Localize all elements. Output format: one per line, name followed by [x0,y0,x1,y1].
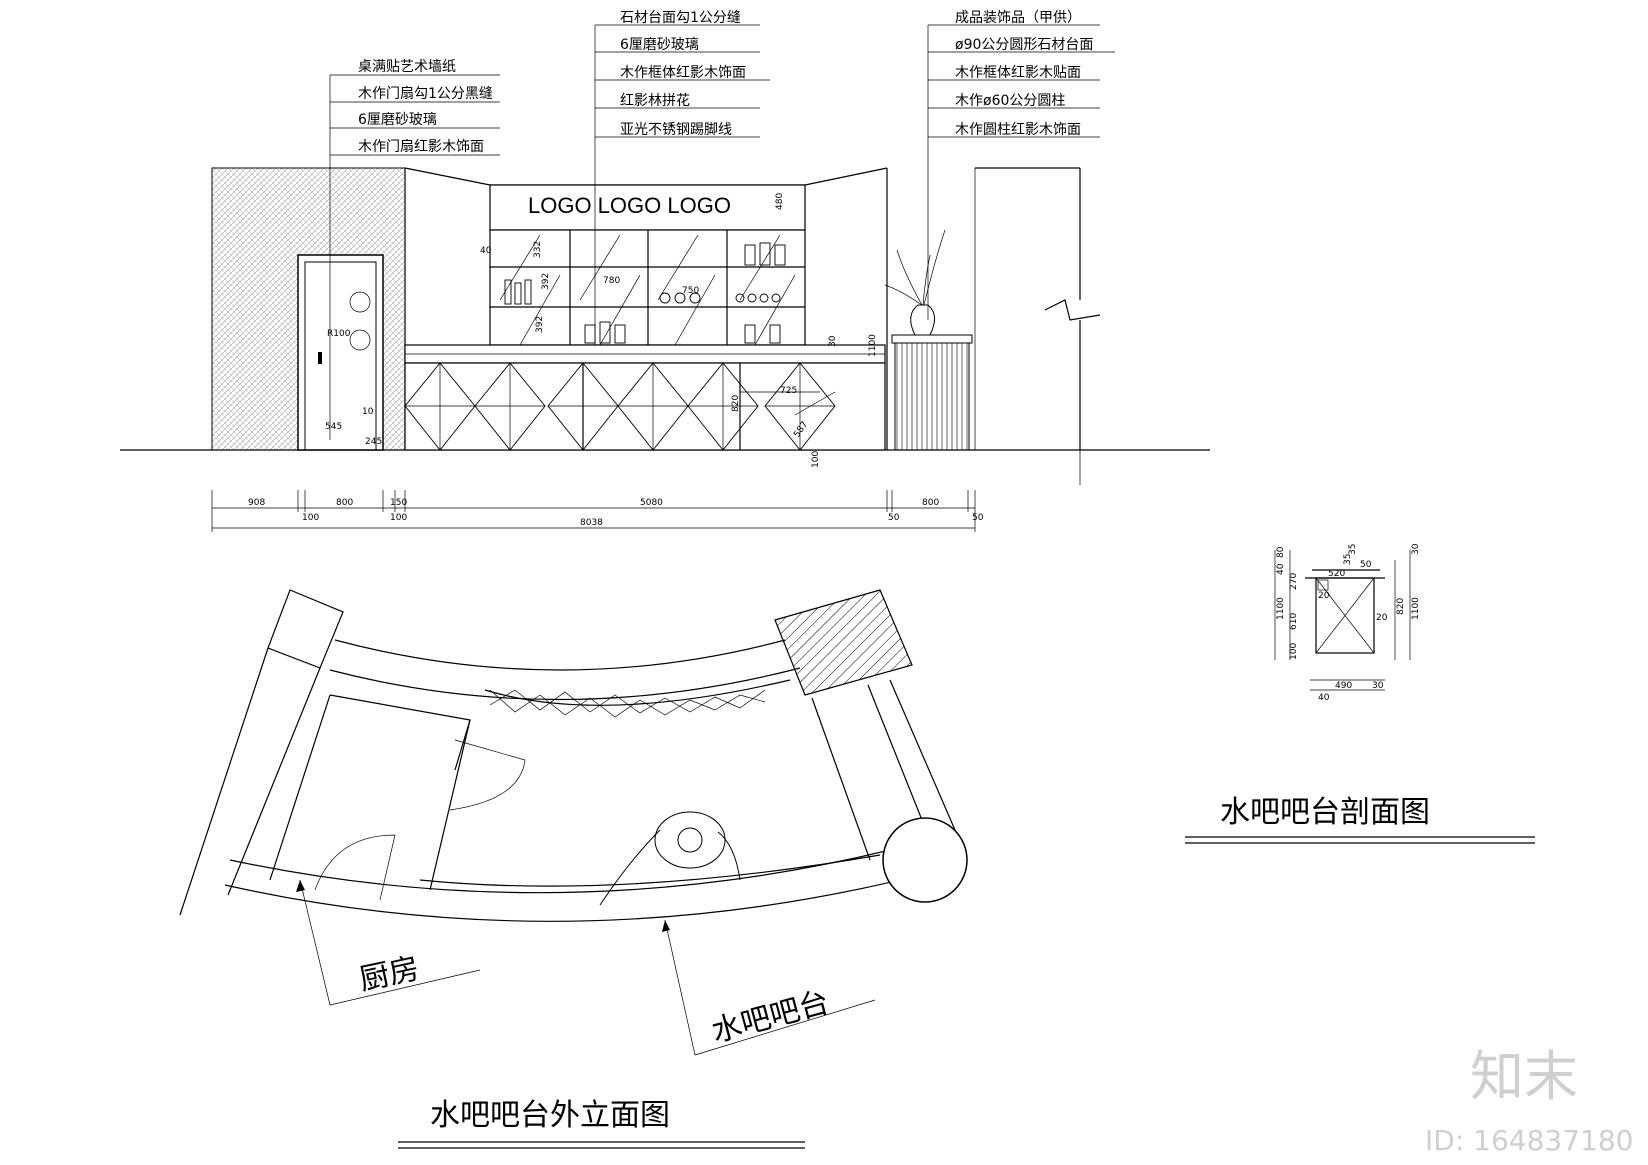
elevation-dims: 480 40 332 392 392 780 750 30 1100 820 7… [325,193,878,468]
svg-text:5080: 5080 [640,498,663,508]
svg-text:780: 780 [603,276,620,286]
svg-text:750: 750 [682,286,699,296]
svg-text:332: 332 [533,241,543,258]
hatched-block [774,589,913,696]
elevation-drawing: LOGO LOGO LOGO [120,25,1210,485]
svg-text:30: 30 [828,335,838,347]
annotation-left: 桌满贴艺术墙纸 木作门扇勾1公分黑缝 6厘磨砂玻璃 木作门扇红影木饰面 [330,59,500,156]
section-view: 80 40 270 1100 610 100 35 35 50 520 20 8… [1274,543,1421,703]
door [297,254,384,451]
svg-text:50: 50 [1360,560,1372,570]
svg-text:100: 100 [302,513,319,523]
svg-text:6厘磨砂玻璃: 6厘磨砂玻璃 [358,111,437,128]
svg-text:800: 800 [922,498,939,508]
svg-text:10: 10 [362,407,374,417]
annotation-right: 成品装饰品（甲供） ø90公分圆形石材台面 木作框体红影木贴面 木作ø60公分圆… [928,10,1115,138]
section-title: 水吧吧台剖面图 [1185,795,1535,844]
svg-text:270: 270 [1289,573,1299,590]
svg-text:100: 100 [811,451,821,468]
svg-text:6厘磨砂玻璃: 6厘磨砂玻璃 [620,36,699,53]
svg-text:480: 480 [775,193,785,210]
round-table [882,817,968,903]
svg-text:40: 40 [480,246,492,256]
svg-text:R100: R100 [327,329,351,339]
svg-text:桌满贴艺术墙纸: 桌满贴艺术墙纸 [358,59,456,75]
svg-text:成品装饰品（甲供）: 成品装饰品（甲供） [955,10,1081,26]
svg-text:木作门扇红影木饰面: 木作门扇红影木饰面 [358,139,484,155]
watermark: 知末 ID: 164837180 [1425,1045,1633,1157]
watermark-logo: 知末 [1470,1045,1578,1108]
svg-text:392: 392 [535,316,545,333]
svg-text:35: 35 [1348,544,1358,555]
svg-text:100: 100 [1289,643,1299,660]
person-figure [599,811,741,906]
bar-label: 水吧吧台 [708,985,833,1050]
svg-text:725: 725 [780,386,797,396]
svg-text:水吧吧台外立面图: 水吧吧台外立面图 [430,1098,670,1133]
annotation-center: 石材台面勾1公分缝 6厘磨砂玻璃 木作框体红影木饰面 红影林拼花 亚光不锈钢踢脚… [595,10,770,138]
svg-text:木作圆柱红影木饰面: 木作圆柱红影木饰面 [955,122,1081,138]
svg-text:800: 800 [336,498,353,508]
counter-front [404,362,886,451]
svg-text:30: 30 [1372,681,1384,691]
svg-text:820: 820 [1396,598,1406,615]
svg-text:1100: 1100 [1411,597,1421,620]
svg-text:ø90公分圆形石材台面: ø90公分圆形石材台面 [955,37,1093,53]
watermark-id: ID: 164837180 [1425,1124,1633,1157]
svg-text:红影林拼花: 红影林拼花 [620,93,690,109]
svg-text:490: 490 [1335,681,1352,691]
back-shelves [489,229,806,346]
svg-text:20: 20 [1318,591,1330,601]
svg-text:1100: 1100 [868,334,878,357]
svg-text:木作框体红影木贴面: 木作框体红影木贴面 [955,65,1081,81]
svg-text:520: 520 [1328,569,1345,579]
svg-text:20: 20 [1376,613,1388,623]
svg-text:1100: 1100 [1276,597,1286,620]
svg-text:245: 245 [365,437,382,447]
plan-view: 厨房 水吧吧台 [179,589,968,1056]
svg-text:40: 40 [1276,563,1286,575]
decor-column [884,229,973,451]
svg-text:35: 35 [1343,554,1353,565]
svg-text:30: 30 [1411,543,1421,555]
svg-text:80: 80 [1276,546,1286,558]
bottom-dimension-chain: 908 800 150 5080 800 100 100 50 50 8038 [211,490,984,532]
svg-text:木作门扇勾1公分黑缝: 木作门扇勾1公分黑缝 [358,86,493,102]
svg-text:908: 908 [248,498,265,508]
svg-text:392: 392 [541,273,551,290]
logo-panel [489,184,806,231]
svg-text:水吧吧台剖面图: 水吧吧台剖面图 [1220,795,1430,830]
elevation-title: 水吧吧台外立面图 [398,1098,805,1149]
svg-text:40: 40 [1318,693,1330,703]
svg-text:石材台面勾1公分缝: 石材台面勾1公分缝 [620,10,741,26]
kitchen-label: 厨房 [356,951,422,998]
logo-text: LOGO LOGO LOGO [528,193,731,218]
svg-text:亚光不锈钢踢脚线: 亚光不锈钢踢脚线 [620,122,732,138]
svg-text:820: 820 [731,395,741,412]
svg-text:150: 150 [390,498,407,508]
svg-text:50: 50 [972,513,984,523]
svg-text:50: 50 [888,513,900,523]
svg-text:木作ø60公分圆柱: 木作ø60公分圆柱 [955,93,1065,109]
svg-text:610: 610 [1289,613,1299,630]
svg-text:木作框体红影木饰面: 木作框体红影木饰面 [620,65,746,81]
svg-text:100: 100 [390,513,407,523]
svg-text:545: 545 [325,422,342,432]
svg-text:8038: 8038 [580,518,603,528]
